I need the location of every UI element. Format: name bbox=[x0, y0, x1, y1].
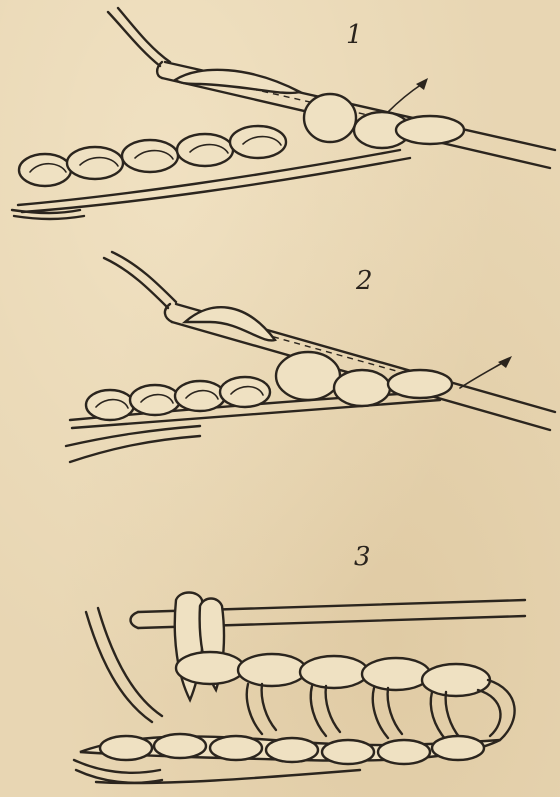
figure-3-row-of-stitches bbox=[74, 593, 525, 784]
figure-2-chain-with-hook bbox=[66, 252, 555, 462]
figure-1-chain-with-hook bbox=[12, 8, 555, 219]
